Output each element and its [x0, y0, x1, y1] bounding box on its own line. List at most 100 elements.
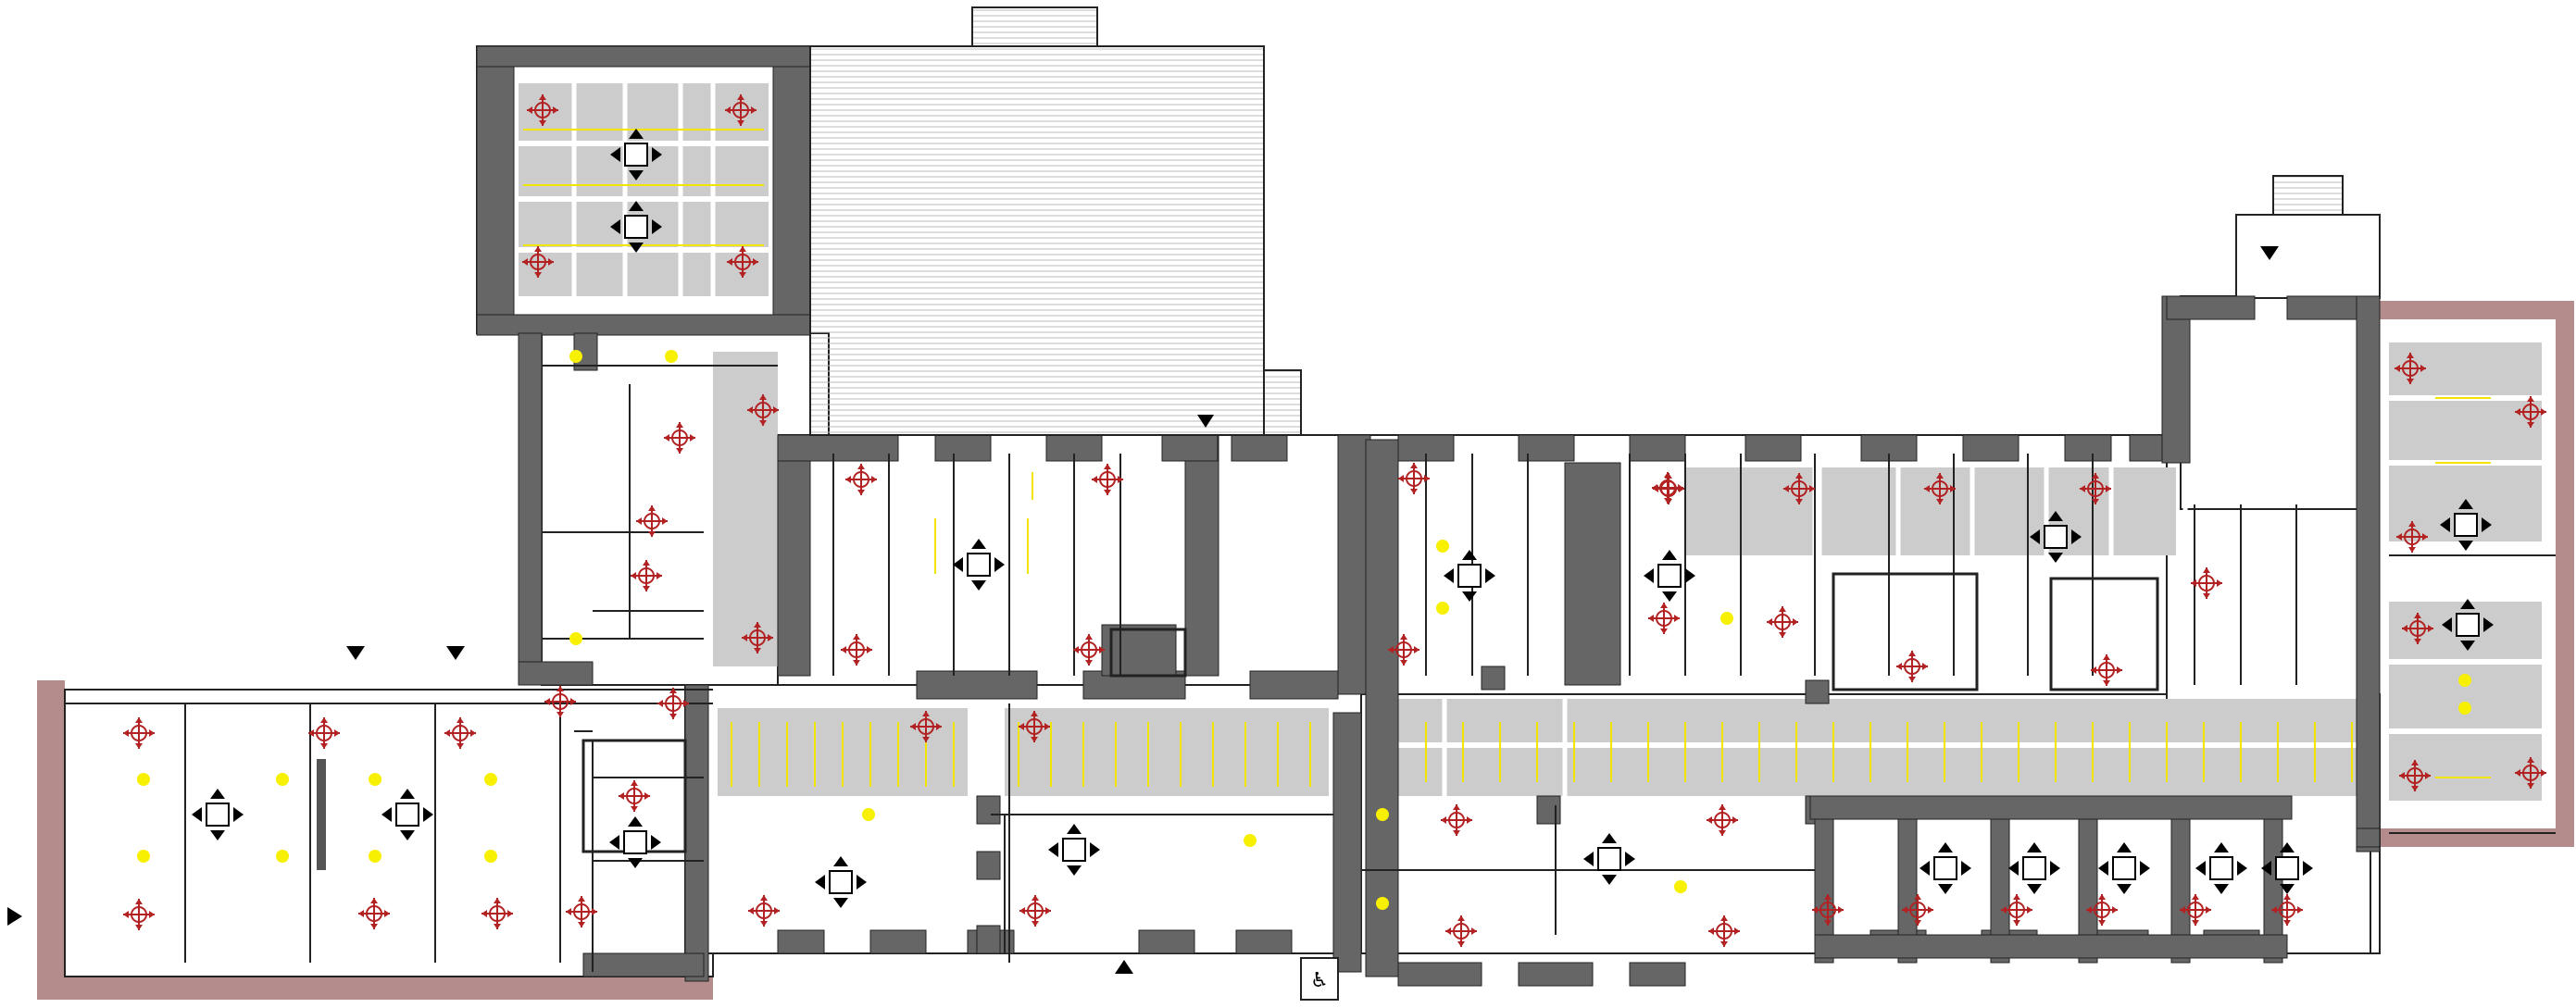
- wall: [476, 45, 515, 334]
- stair-terrace-side: [1263, 369, 1302, 436]
- ceiling-spot-light: [137, 850, 150, 863]
- ceiling-panel: [2389, 342, 2542, 541]
- walls: [317, 45, 2381, 987]
- wall: [1365, 439, 1399, 977]
- wall: [976, 851, 1001, 880]
- inner-room: [1109, 628, 1187, 678]
- stair-top-left: [971, 6, 1098, 47]
- wall: [476, 314, 811, 336]
- facade-band: [2556, 301, 2574, 847]
- wall: [1814, 934, 2288, 959]
- wall: [476, 45, 811, 68]
- wall: [1101, 624, 1177, 677]
- ceiling-panel: [1005, 708, 1329, 796]
- ceiling-spot-light: [569, 632, 582, 645]
- wall: [1564, 462, 1621, 686]
- ceiling-panel: [519, 83, 769, 296]
- bench-strip: [317, 759, 326, 870]
- wall: [1184, 434, 1219, 677]
- wall: [518, 661, 594, 686]
- wall: [2356, 295, 2381, 852]
- wall: [1337, 434, 1371, 695]
- wall: [1536, 795, 1561, 825]
- wall: [1249, 670, 1339, 700]
- ceiling-panel: [713, 352, 778, 666]
- ceiling-spot-light: [665, 350, 678, 363]
- wall: [1332, 712, 1362, 973]
- wall: [1397, 962, 1482, 987]
- wall: [582, 952, 705, 977]
- wall: [518, 332, 543, 686]
- wall: [777, 434, 811, 677]
- wall: [2356, 828, 2381, 848]
- wall: [2161, 295, 2191, 464]
- ceiling-spot-light: [2458, 702, 2471, 715]
- led-strips: [523, 129, 2491, 787]
- stair-top-right: [2272, 175, 2344, 216]
- entrance-marker: [446, 646, 465, 660]
- wall: [1481, 666, 1506, 691]
- floor-area: [2180, 295, 2367, 510]
- ceiling-panels: [519, 83, 2542, 801]
- ceiling-spot-light: [862, 808, 875, 821]
- ceiling-spot-light: [276, 773, 289, 786]
- entrance-marker: [1115, 960, 1133, 974]
- ceiling-spot-light: [1436, 540, 1449, 553]
- entrance-marker: [1197, 415, 1214, 428]
- ceiling-spot-light: [276, 850, 289, 863]
- facade-band: [37, 680, 65, 990]
- ceiling-spot-light: [1436, 602, 1449, 615]
- wall: [1231, 434, 1288, 462]
- ceiling-spot-light: [1674, 880, 1687, 893]
- wall: [976, 795, 1001, 825]
- floor-area: [2235, 214, 2381, 299]
- entrance-marker: [7, 907, 22, 926]
- accessible-sign-box: [1300, 957, 1339, 1001]
- ceiling-spot-light: [484, 850, 497, 863]
- ceiling-spot-light: [484, 773, 497, 786]
- wall: [1809, 795, 2293, 820]
- wall: [1629, 434, 1686, 462]
- ceiling-spot-light: [369, 773, 381, 786]
- wall: [2064, 434, 2112, 462]
- facade-band: [2375, 828, 2570, 847]
- ceiling-spot-light: [137, 773, 150, 786]
- wall: [1805, 679, 1830, 704]
- inner-room: [1832, 572, 1979, 691]
- entrance-marker: [2260, 246, 2279, 260]
- facade-band: [37, 977, 713, 1000]
- wall: [916, 670, 1038, 700]
- ceiling-spot-light: [1720, 612, 1733, 625]
- wall: [1962, 434, 2020, 462]
- wall: [1161, 434, 1219, 462]
- terrace-hatch: [809, 45, 1265, 436]
- wheelchair-icon: ♿: [1310, 969, 1329, 992]
- wall: [777, 929, 825, 954]
- wall: [934, 434, 992, 462]
- ceiling-spot-light: [569, 350, 582, 363]
- ceiling-spot-light: [2458, 674, 2471, 687]
- ceiling-panel: [1685, 467, 2176, 555]
- wall: [1744, 434, 1802, 462]
- entrance-marker: [346, 646, 365, 660]
- wall: [772, 45, 811, 334]
- ceiling-spot-light: [1376, 808, 1389, 821]
- facade-band: [2375, 301, 2570, 319]
- wall: [777, 434, 899, 462]
- wall: [869, 929, 927, 954]
- wall: [684, 684, 709, 982]
- ceiling-spot-light: [1244, 834, 1257, 847]
- wall: [1138, 929, 1195, 954]
- wall: [1629, 962, 1686, 987]
- wall: [2129, 434, 2168, 462]
- wall: [1235, 929, 1293, 954]
- inner-room: [2049, 577, 2159, 691]
- ceiling-spot-light: [369, 850, 381, 863]
- ceiling-spot-light: [1376, 897, 1389, 910]
- partition-lines: [65, 365, 2556, 972]
- wall: [1518, 962, 1594, 987]
- wall: [976, 925, 1001, 954]
- wall: [2166, 295, 2256, 320]
- floor-area: [64, 689, 714, 977]
